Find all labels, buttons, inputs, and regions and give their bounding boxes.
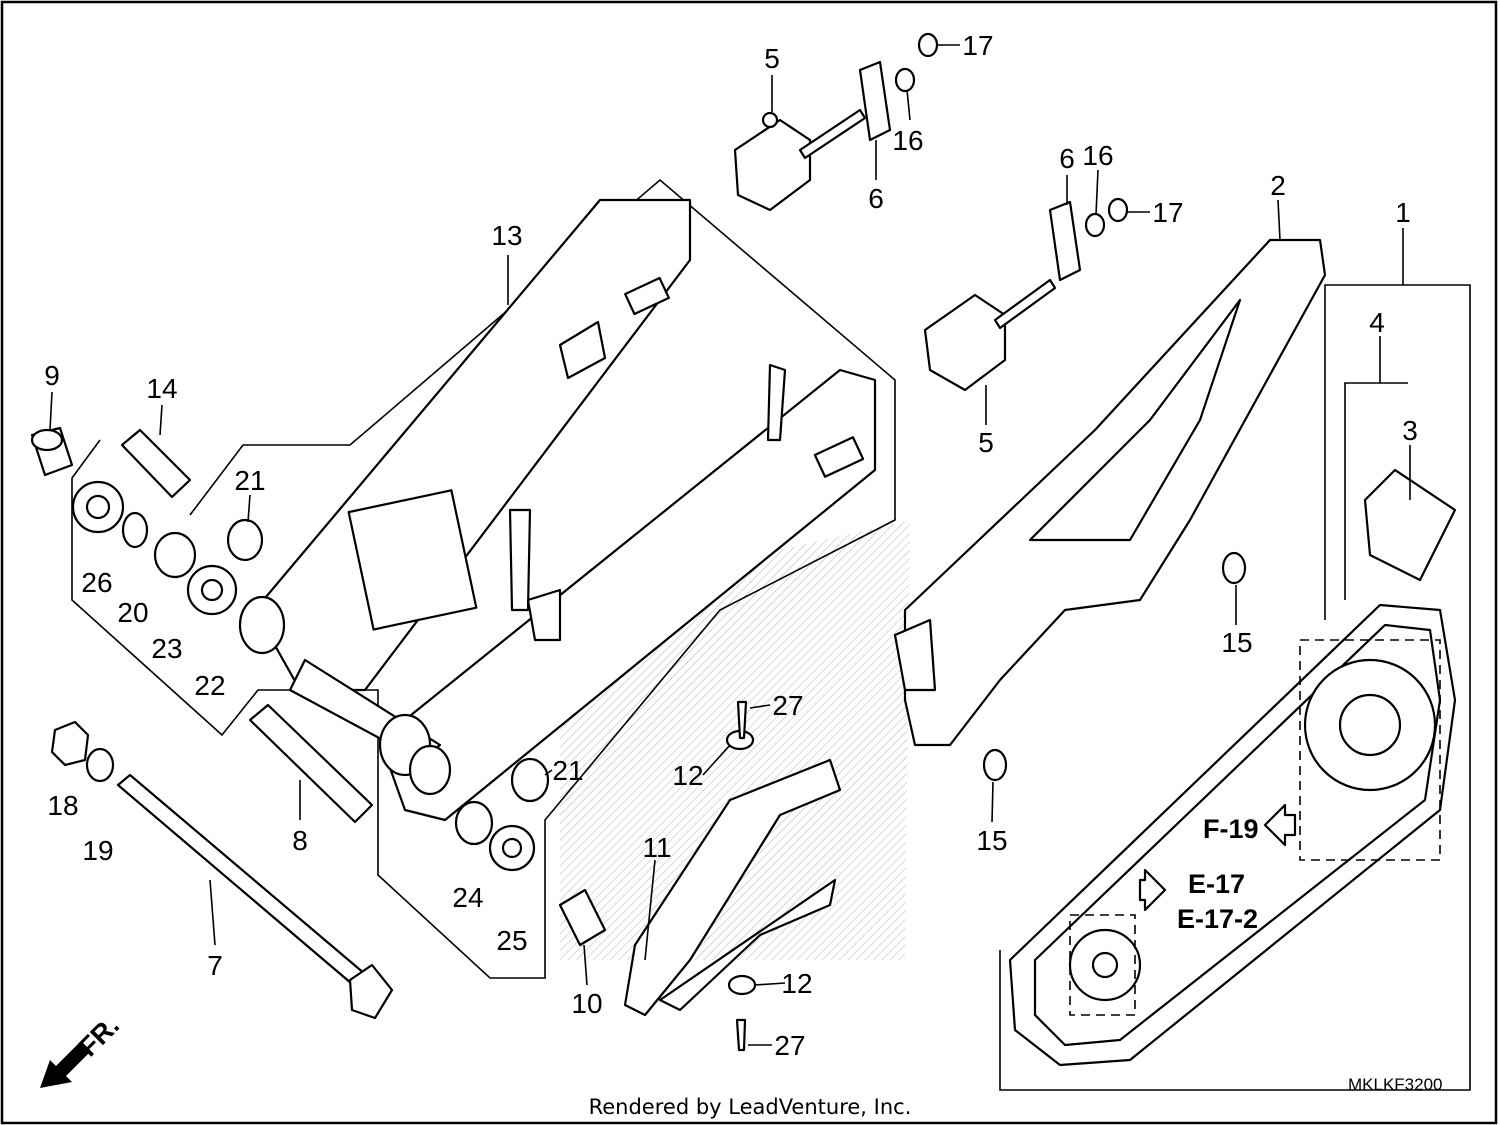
diagram-code: MKLKF3200	[1348, 1075, 1443, 1094]
ref-arrows	[40, 803, 1297, 1088]
callout-25[interactable]: 25	[496, 925, 527, 956]
chain-slider	[558, 700, 842, 1052]
credit-text: Rendered by LeadVenture, Inc.	[589, 1095, 912, 1119]
ref-e17-2[interactable]: E-17-2	[1177, 904, 1258, 934]
chain-adjuster-bottom	[923, 197, 1129, 392]
callout-18[interactable]: 18	[47, 790, 78, 821]
callout-24[interactable]: 24	[452, 882, 483, 913]
callout-2[interactable]: 2	[1270, 170, 1286, 201]
arrow-right-icon	[1138, 868, 1167, 912]
callout-16-top[interactable]: 16	[892, 125, 923, 156]
callout-10[interactable]: 10	[571, 988, 602, 1019]
callout-16-bottom[interactable]: 16	[1082, 140, 1113, 171]
ref-f19[interactable]: F-19	[1203, 814, 1259, 844]
sprocket-group-outline	[1344, 382, 1408, 600]
callout-27-upper[interactable]: 27	[772, 690, 803, 721]
arrow-left-icon	[1263, 803, 1297, 847]
callout-17-top[interactable]: 17	[962, 30, 993, 61]
callout-8[interactable]: 8	[292, 825, 308, 856]
callout-6-top[interactable]: 6	[868, 183, 884, 214]
pivot-parts	[30, 426, 550, 1020]
callout-27-lower[interactable]: 27	[774, 1030, 805, 1061]
chain-guard	[893, 238, 1327, 782]
callout-5-top[interactable]: 5	[764, 43, 780, 74]
callout-9[interactable]: 9	[44, 360, 60, 391]
callout-15-left[interactable]: 15	[976, 825, 1007, 856]
callout-1[interactable]: 1	[1395, 197, 1411, 228]
callout-3[interactable]: 3	[1402, 415, 1418, 446]
swingarm	[238, 198, 877, 822]
ref-e17[interactable]: E-17	[1188, 869, 1245, 899]
chain-group-outline	[999, 284, 1471, 1091]
callout-20[interactable]: 20	[117, 597, 148, 628]
callout-7[interactable]: 7	[207, 950, 223, 981]
callout-12-upper[interactable]: 12	[672, 760, 703, 791]
callout-21-lower[interactable]: 21	[552, 755, 583, 786]
drive-chain	[1008, 468, 1457, 1067]
callout-22[interactable]: 22	[194, 670, 225, 701]
callout-15-right[interactable]: 15	[1221, 627, 1252, 658]
callout-12-lower[interactable]: 12	[781, 968, 812, 999]
chain-adjuster-top	[733, 32, 939, 212]
callout-14[interactable]: 14	[146, 373, 177, 404]
callout-17-bottom[interactable]: 17	[1152, 197, 1183, 228]
callout-11[interactable]: 11	[642, 832, 671, 863]
callout-19[interactable]: 19	[82, 835, 113, 866]
front-arrow-icon	[40, 1042, 90, 1088]
callout-23[interactable]: 23	[151, 633, 182, 664]
callout-21-upper[interactable]: 21	[234, 465, 265, 496]
callout-6-bottom[interactable]: 6	[1059, 143, 1075, 174]
callout-5-bottom[interactable]: 5	[978, 427, 994, 458]
leader-lines	[49, 44, 1411, 1046]
callout-4[interactable]: 4	[1369, 307, 1385, 338]
callout-26[interactable]: 26	[81, 567, 112, 598]
callout-labels: 1 2 3 4 5 5 6 6 7 8 9 10 11 12 12 13 14 …	[44, 30, 1418, 1061]
callout-13[interactable]: 13	[491, 220, 522, 251]
